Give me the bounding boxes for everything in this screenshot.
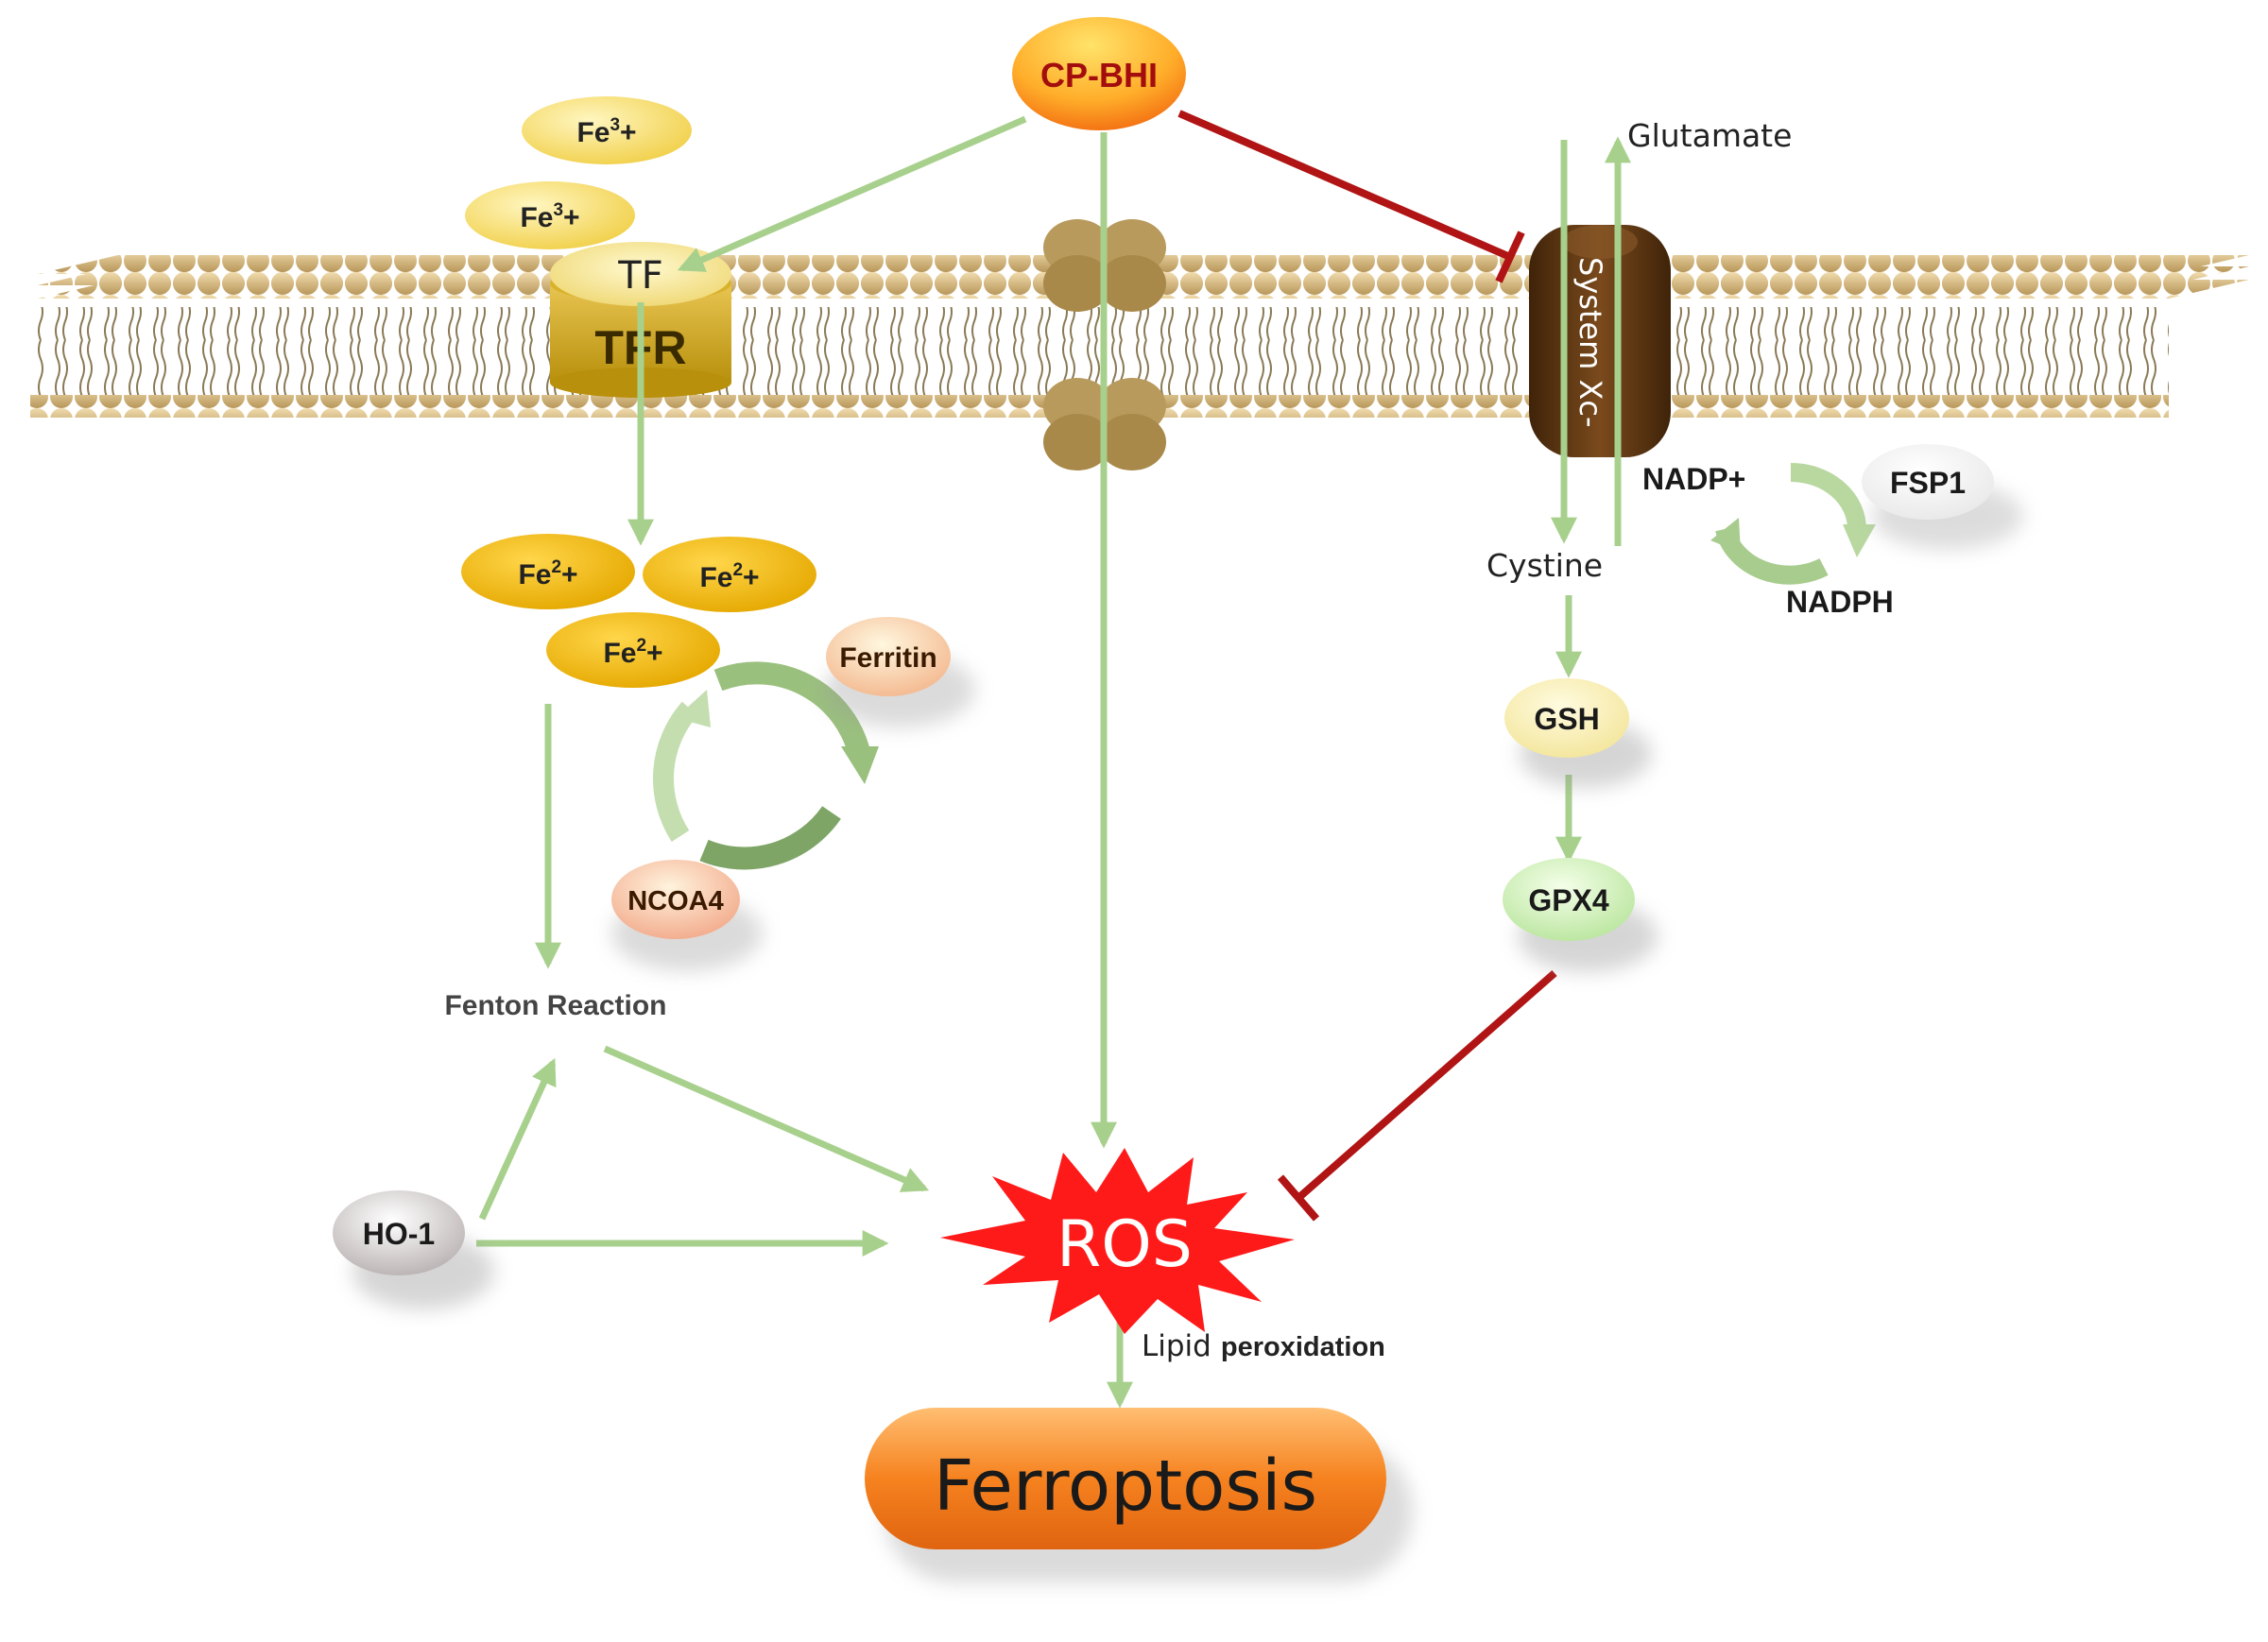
ferritin-node: Ferritin <box>824 617 975 727</box>
svg-text:Fe2+: Fe2+ <box>699 560 759 593</box>
drug-cp-bhi: CP-BHI <box>1012 17 1186 130</box>
gpx4-label: GPX4 <box>1528 883 1609 917</box>
svg-text:Fe3+: Fe3+ <box>520 200 579 233</box>
svg-text:Fe3+: Fe3+ <box>576 115 636 148</box>
arrow-fenton-to-ros <box>603 1045 930 1192</box>
fsp1-node: FSP1 <box>1862 444 2023 550</box>
transferrin: TF <box>550 242 731 306</box>
arrow-cpbhi-to-tf <box>677 115 1027 272</box>
drug-label: CP-BHI <box>1040 56 1158 94</box>
inhibit-gpx4-to-ros <box>1277 969 1557 1222</box>
ferritin-label: Ferritin <box>839 642 936 674</box>
ferroptosis-label: Ferroptosis <box>934 1445 1317 1527</box>
activation-arrows <box>476 115 1631 1409</box>
ferroptosis-outcome: Ferroptosis <box>865 1408 1413 1582</box>
gsh-label: GSH <box>1534 702 1599 736</box>
nadph-label: NADPH <box>1786 585 1894 619</box>
fe2-ion: Fe2+ <box>546 612 720 688</box>
nadph-cycle-arrows <box>1710 463 1876 585</box>
svg-text:Fe2+: Fe2+ <box>603 636 662 669</box>
ferritinophagy-cycle-arrows <box>653 661 879 870</box>
cystine-label: Cystine <box>1486 547 1603 584</box>
gsh-node: GSH <box>1504 678 1652 788</box>
ros-burst: ROS <box>940 1148 1295 1334</box>
fe2-ion: Fe2+ <box>643 537 816 612</box>
inhibition-lines <box>1177 110 1557 1222</box>
ncoa4-node: NCOA4 <box>611 860 763 971</box>
arrow-ho1-to-fenton <box>478 1057 557 1221</box>
gpx4-node: GPX4 <box>1503 858 1658 972</box>
system-xc-label: System Xc- <box>1572 257 1608 428</box>
membrane-channel <box>1043 219 1166 470</box>
ncoa4-label: NCOA4 <box>627 886 724 916</box>
ros-label: ROS <box>1057 1207 1193 1282</box>
ho1-node: HO-1 <box>333 1190 494 1309</box>
fenton-reaction-label: Fenton Reaction <box>444 990 666 1021</box>
fsp1-label: FSP1 <box>1890 466 1966 500</box>
tf-label: TF <box>617 254 662 298</box>
inhibit-cpbhi-to-system-xc <box>1177 110 1525 283</box>
system-xc-transporter: System Xc- <box>1529 225 1671 457</box>
svg-text:Fe2+: Fe2+ <box>518 557 577 590</box>
nadp-label: NADP+ <box>1642 462 1745 496</box>
fe3-ion: Fe3+ <box>522 96 692 164</box>
glutamate-label: Glutamate <box>1627 117 1792 154</box>
ho1-label: HO-1 <box>363 1217 435 1251</box>
fe3-ion: Fe3+ <box>465 181 635 249</box>
fe2-ion: Fe2+ <box>461 534 635 609</box>
